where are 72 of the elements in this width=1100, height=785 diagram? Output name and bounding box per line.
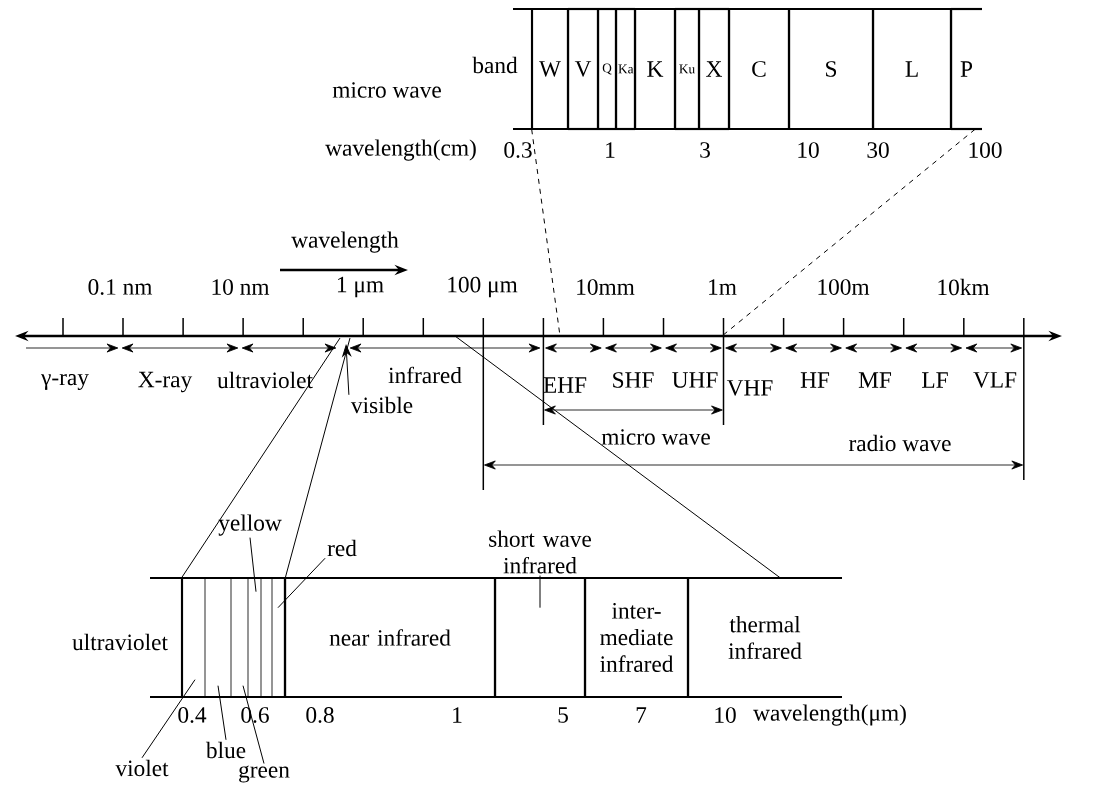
text-label: micro wave <box>601 429 710 445</box>
text-label: ultraviolet <box>72 633 168 651</box>
text-label: 100 μm <box>448 276 518 298</box>
text-label: 100m <box>818 279 870 295</box>
text-label: wavelength(cm) <box>325 139 476 161</box>
leader-text: green <box>239 765 290 783</box>
text-label: 0.4 <box>178 707 207 723</box>
text-label: 30 <box>867 142 889 158</box>
text-label: 7 <box>636 707 647 723</box>
spectrum-band: thermal infrared <box>686 576 842 699</box>
zoom-line <box>454 335 781 579</box>
leader-text: blue <box>205 741 246 759</box>
text-label: SHF <box>613 372 654 388</box>
text-label: 1 <box>606 142 615 158</box>
zoom-line <box>284 337 351 579</box>
leader-line <box>242 685 265 764</box>
leader-line <box>539 575 541 609</box>
text-label: 10km <box>938 278 990 296</box>
band-cell: Ku <box>673 7 701 131</box>
text-label: wavelength <box>291 231 399 253</box>
leader-text: violet <box>115 759 169 777</box>
leader-text: yellow <box>218 514 282 536</box>
band-cell: K <box>633 7 677 131</box>
spectrum-band <box>493 576 587 699</box>
band-cell: S <box>787 7 875 131</box>
text-label: 10 nm <box>212 279 270 295</box>
band-cell: Q <box>596 7 618 131</box>
band-cell: X <box>697 7 731 131</box>
text-label: 1m <box>709 279 737 295</box>
zoom-line <box>721 128 976 337</box>
leader-text: red <box>327 539 357 557</box>
zoom-line <box>181 337 341 579</box>
leader-text: visible <box>350 396 413 414</box>
leader-line <box>342 344 352 396</box>
text-label: 1 <box>453 707 462 723</box>
leader-line <box>217 685 227 741</box>
text-label: X-ray <box>138 371 193 393</box>
spectrum-band: near infrared <box>283 576 497 699</box>
text-label: infrared <box>388 366 462 384</box>
leader-line <box>277 557 326 609</box>
text-label: wavelength(μm) <box>753 704 906 726</box>
leader-text: short wave infrared <box>489 530 591 574</box>
text-label: VHF <box>726 380 773 396</box>
leader-line <box>141 679 196 759</box>
text-label: HF <box>800 372 830 388</box>
text-label: γ-ray <box>41 374 89 391</box>
text-label: 10 <box>715 707 736 723</box>
text-label: UHF <box>672 372 718 388</box>
band-cell: V <box>566 7 600 131</box>
text-label: 10mm <box>577 279 635 295</box>
text-label: 0.1 nm <box>88 279 153 295</box>
text-label: 0.3 <box>504 142 532 158</box>
band-cell: L <box>871 7 953 131</box>
text-label: 3 <box>700 142 710 158</box>
band-cell: Ka <box>614 7 637 131</box>
text-label: ultraviolet <box>217 371 313 389</box>
text-label: EHF <box>543 377 587 393</box>
text-label: MF <box>858 372 891 388</box>
leader-line <box>249 537 257 593</box>
text-label: 10 <box>798 142 819 158</box>
band-cell: P <box>949 7 982 131</box>
band-cell: C <box>727 7 791 131</box>
text-label: 0.6 <box>241 707 269 723</box>
text-label: LF <box>922 372 948 388</box>
text-label: micro wave <box>332 82 441 98</box>
text-label: 100 <box>969 142 1002 158</box>
text-label: 5 <box>558 707 568 723</box>
text-label: radio wave <box>849 434 951 452</box>
spectrum-band: inter- mediate infrared <box>583 576 690 699</box>
text-label: 0.8 <box>306 707 334 723</box>
text-label: 1 μm <box>337 276 384 298</box>
text-label: VLF <box>973 372 1017 388</box>
